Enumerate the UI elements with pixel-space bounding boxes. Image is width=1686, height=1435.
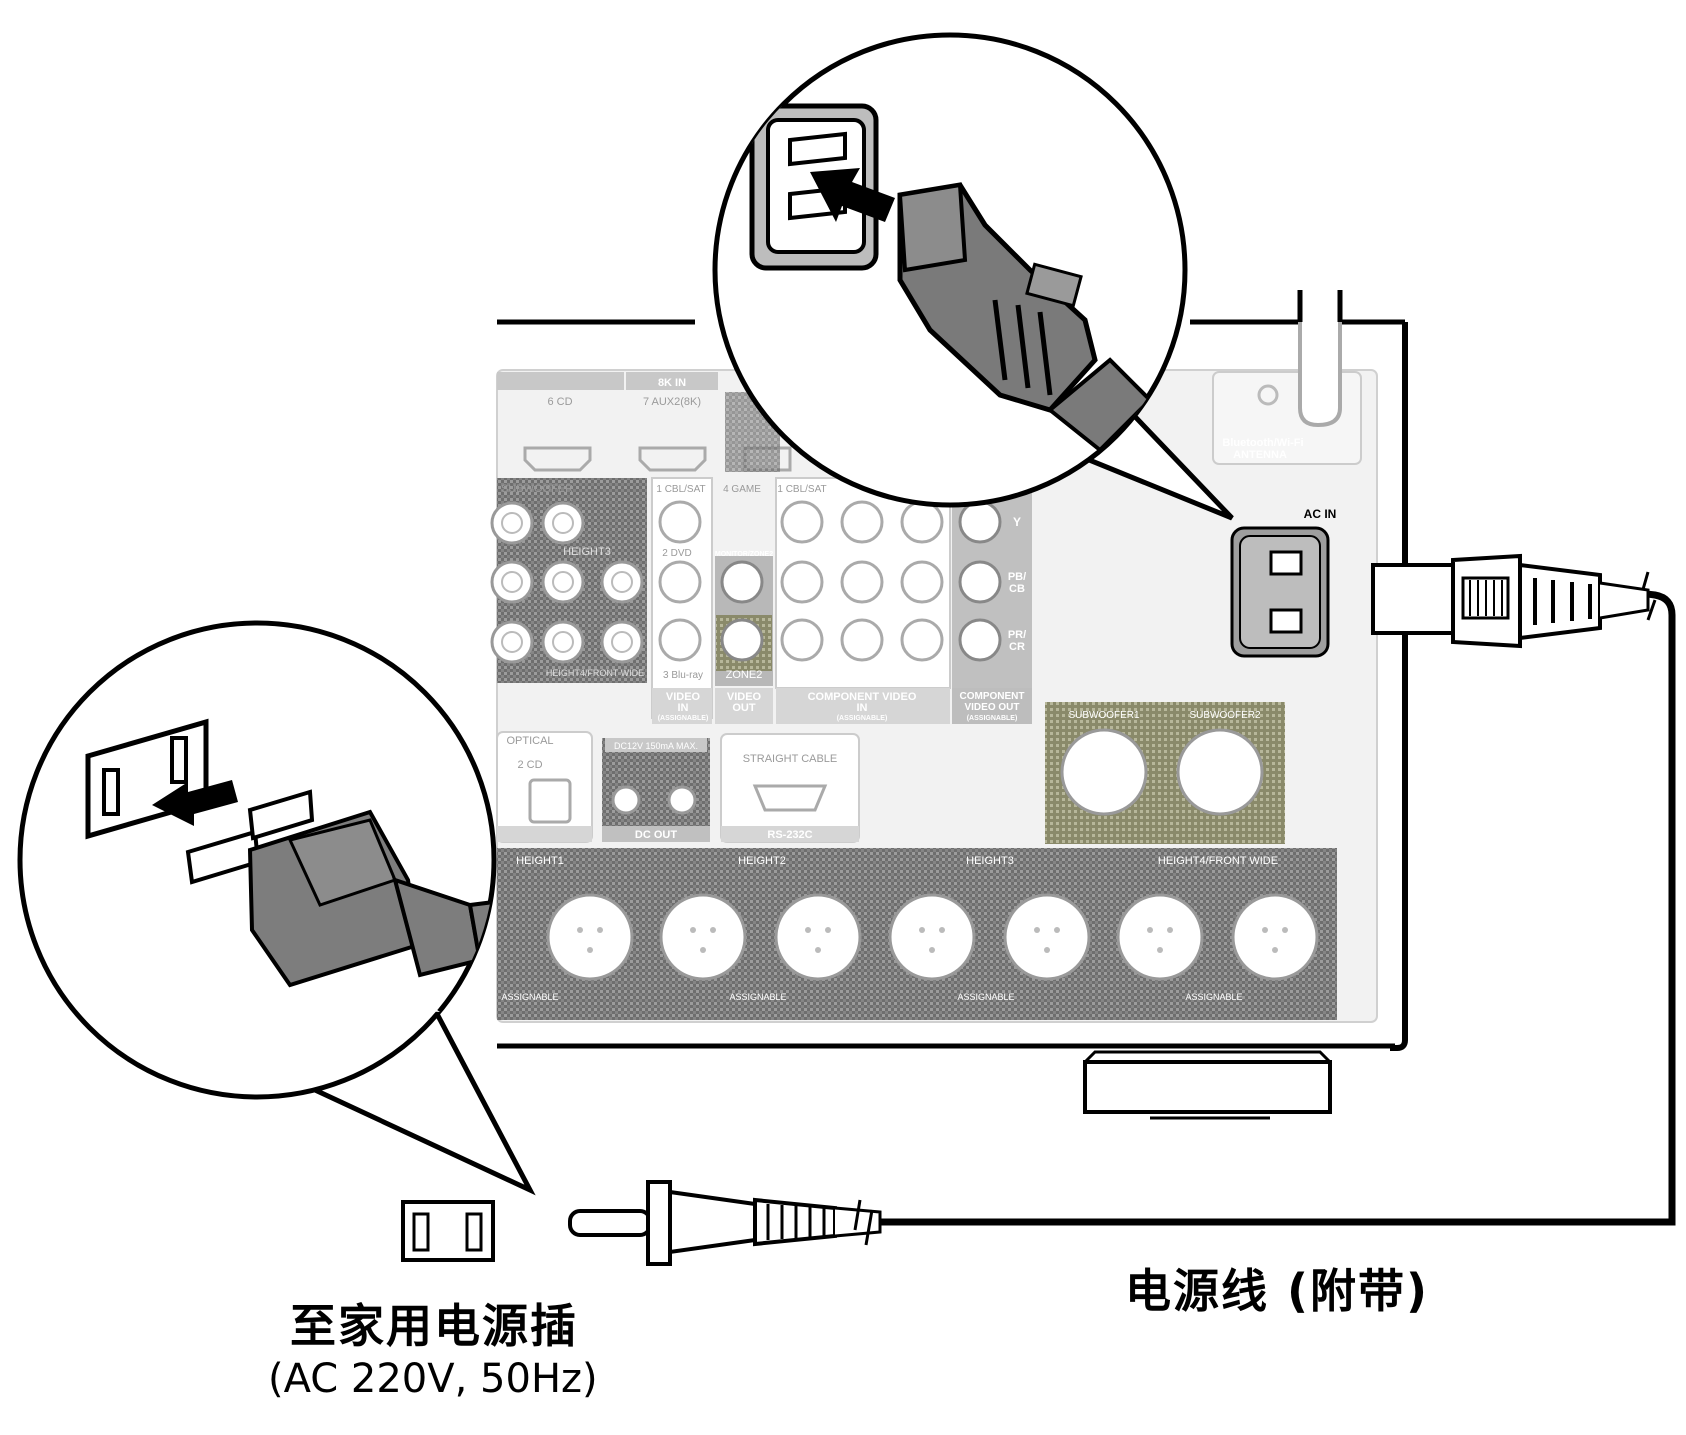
zone2-label: ZONE2 xyxy=(726,669,763,681)
hdmi-header-label: 8K IN xyxy=(658,377,686,389)
height4-label: HEIGHT4/FRONT WIDE xyxy=(1158,855,1278,867)
optical-label: OPTICAL xyxy=(506,735,553,747)
comp-y-label: Y xyxy=(1013,515,1021,529)
dc-spec-label: DC12V 150mA MAX. xyxy=(614,741,698,751)
xlr-connectors xyxy=(546,893,1319,981)
component-out-label: COMPONENT xyxy=(960,691,1025,702)
comp-1-label: 1 CBL/SAT xyxy=(777,484,826,495)
svg-text:IN: IN xyxy=(678,702,689,714)
monitor-zone-label: MONITOR/ZONE2 xyxy=(715,551,773,558)
video-in-assignable: (ASSIGNABLE) xyxy=(658,715,709,722)
hdmi-6-label: 6 CD xyxy=(547,396,572,408)
optical-port[interactable] xyxy=(528,778,572,824)
svg-text:CR: CR xyxy=(1009,641,1025,653)
height2-label: HEIGHT2 xyxy=(738,855,786,867)
height4-small-label: HEIGHT4/FRONT WIDE xyxy=(546,668,644,678)
outlet-magnifier-callout xyxy=(17,620,536,1196)
svg-text:VIDEO OUT: VIDEO OUT xyxy=(964,702,1019,713)
rs232c-port[interactable] xyxy=(752,784,828,812)
sub2-label: SUBWOOFER2 xyxy=(1189,710,1261,721)
video-4-label: 4 GAME xyxy=(723,484,761,495)
comp-pr-label: PR/ xyxy=(1008,629,1026,641)
antenna-label-1: Bluetooth/Wi-Fi xyxy=(1222,437,1303,449)
svg-text:OUT: OUT xyxy=(732,702,756,714)
video-out-label: VIDEO xyxy=(727,691,762,703)
subwoofer-small-label: SUBWOOFER xyxy=(501,483,573,495)
hdmi-7-label: 7 AUX2(8K) xyxy=(643,396,701,408)
height1-label: HEIGHT1 xyxy=(516,855,564,867)
dc-out-label: DC OUT xyxy=(635,829,677,841)
cord-caption: 电源线 (附带) xyxy=(1125,1264,1430,1318)
hdmi-port-6[interactable] xyxy=(523,446,592,472)
assignable-4: ASSIGNABLE xyxy=(1185,992,1242,1002)
power-cord xyxy=(401,553,1676,1266)
assignable-2: ASSIGNABLE xyxy=(729,992,786,1002)
straight-cable-label: STRAIGHT CABLE xyxy=(743,753,838,765)
video-in-label: VIDEO xyxy=(666,691,701,703)
assignable-1: ASSIGNABLE xyxy=(501,992,558,1002)
hdmi-port-7[interactable] xyxy=(638,446,707,472)
svg-text:IN: IN xyxy=(857,702,868,714)
component-in-label: COMPONENT VIDEO xyxy=(808,691,917,703)
outlet-caption: 至家用电源插 xyxy=(290,1299,578,1353)
video-3-label: 3 Blu-ray xyxy=(663,670,703,681)
outlet-spec-caption: (AC 220V, 50Hz) xyxy=(268,1356,598,1402)
optical-2-label: 2 CD xyxy=(517,759,542,771)
height3-small-label: HEIGHT3 xyxy=(563,546,611,558)
antenna-label-2: ANTENNA xyxy=(1233,449,1287,461)
ac-in-label: AC IN xyxy=(1304,507,1337,521)
svg-text:(ASSIGNABLE): (ASSIGNABLE) xyxy=(967,715,1018,722)
comp-pb-label: PB/ xyxy=(1008,571,1026,583)
sub1-label: SUBWOOFER1 xyxy=(1068,710,1140,721)
video-2-label: 2 DVD xyxy=(662,548,691,559)
height3-label: HEIGHT3 xyxy=(966,855,1014,867)
svg-text:CB: CB xyxy=(1009,583,1025,595)
rs232c-label: RS-232C xyxy=(767,829,812,841)
video-1-label: 1 CBL/SAT xyxy=(656,484,705,495)
svg-text:(ASSIGNABLE): (ASSIGNABLE) xyxy=(837,715,888,722)
inlet-magnifier-callout xyxy=(712,32,1234,521)
assignable-3: ASSIGNABLE xyxy=(957,992,1014,1002)
